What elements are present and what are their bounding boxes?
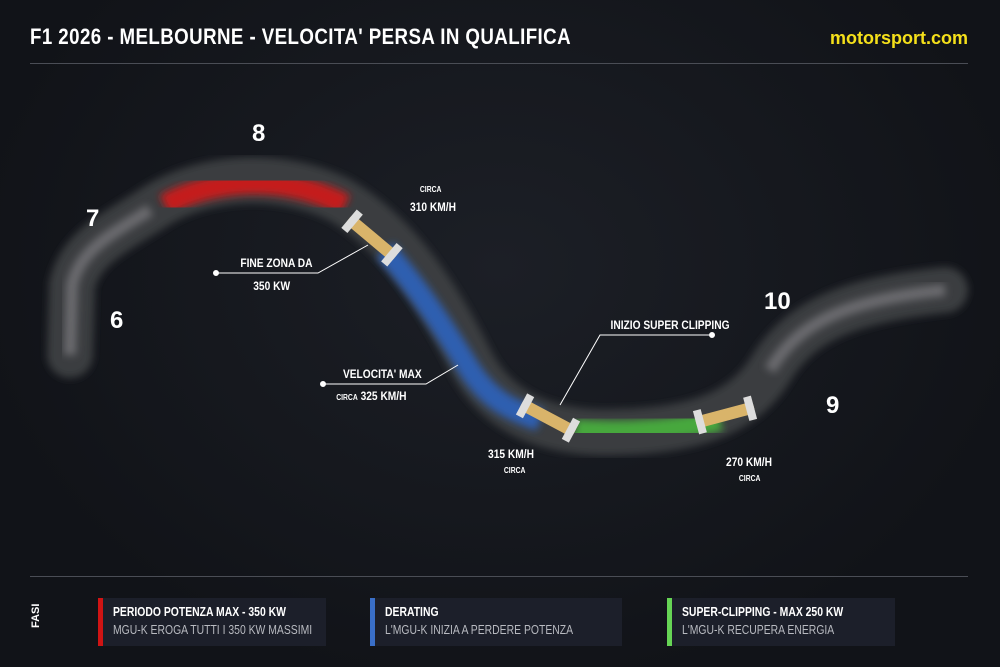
corner-10: 10	[764, 288, 791, 315]
corner-7: 7	[86, 205, 100, 232]
label-circa: CIRCA	[419, 185, 442, 194]
brand-logo: motorsport.com	[829, 28, 968, 48]
leader-line	[559, 334, 712, 406]
speed-315: 315 KM/H	[488, 447, 534, 461]
speed-270: 270 KM/H	[726, 455, 772, 469]
legend-title: DERATING	[385, 604, 439, 619]
label-circa: CIRCA	[336, 393, 358, 402]
speed-value: 325 KM/H	[360, 389, 407, 403]
legend-title: SUPER-CLIPPING - MAX 250 KW	[682, 604, 844, 619]
corner-9: 9	[826, 392, 840, 419]
legend-item-max-power: PERIODO POTENZA MAX - 350 KW MGU-K EROGA …	[98, 598, 326, 646]
corner-8: 8	[252, 120, 266, 147]
leader-line	[216, 244, 369, 274]
label-350kw: 350 KW	[253, 279, 291, 293]
legend-subtitle: L'MGU-K INIZIA A PERDERE POTENZA	[385, 622, 574, 637]
car-icon	[515, 393, 581, 443]
track-center	[64, 204, 154, 356]
label-circa: CIRCA	[738, 474, 761, 483]
speed-325: CIRCA 325 KM/H	[336, 389, 406, 403]
divider	[30, 63, 968, 64]
legend-title: PERIODO POTENZA MAX - 350 KW	[113, 604, 286, 619]
legend-label: FASI	[30, 603, 42, 628]
corner-6: 6	[110, 307, 124, 334]
segment-derating	[376, 242, 544, 431]
legend-subtitle: MGU-K EROGA TUTTI I 350 KW MASSIMI	[113, 622, 313, 637]
label-velocita-max: VELOCITA' MAX	[342, 367, 422, 381]
legend-item-super-clipping: SUPER-CLIPPING - MAX 250 KW L'MGU-K RECUP…	[667, 598, 895, 646]
label-circa: CIRCA	[503, 466, 526, 475]
car-icon	[341, 209, 403, 267]
legend-subtitle: L'MGU-K RECUPERA ENERGIA	[682, 622, 835, 637]
segment-max-power	[159, 172, 350, 215]
car-icon	[692, 395, 758, 435]
page-title: F1 2026 - MELBOURNE - VELOCITA' PERSA IN…	[30, 24, 572, 49]
leader-line	[323, 364, 459, 385]
speed-310: 310 KM/H	[410, 200, 456, 214]
track-center-end	[764, 284, 946, 374]
legend-item-derating: DERATING L'MGU-K INIZIA A PERDERE POTENZA	[370, 598, 622, 646]
track-map	[47, 157, 968, 456]
divider	[30, 576, 968, 577]
label-fine-zona: FINE ZONA DA	[240, 256, 313, 270]
label-inizio-super-clipping: INIZIO SUPER CLIPPING	[610, 318, 730, 332]
